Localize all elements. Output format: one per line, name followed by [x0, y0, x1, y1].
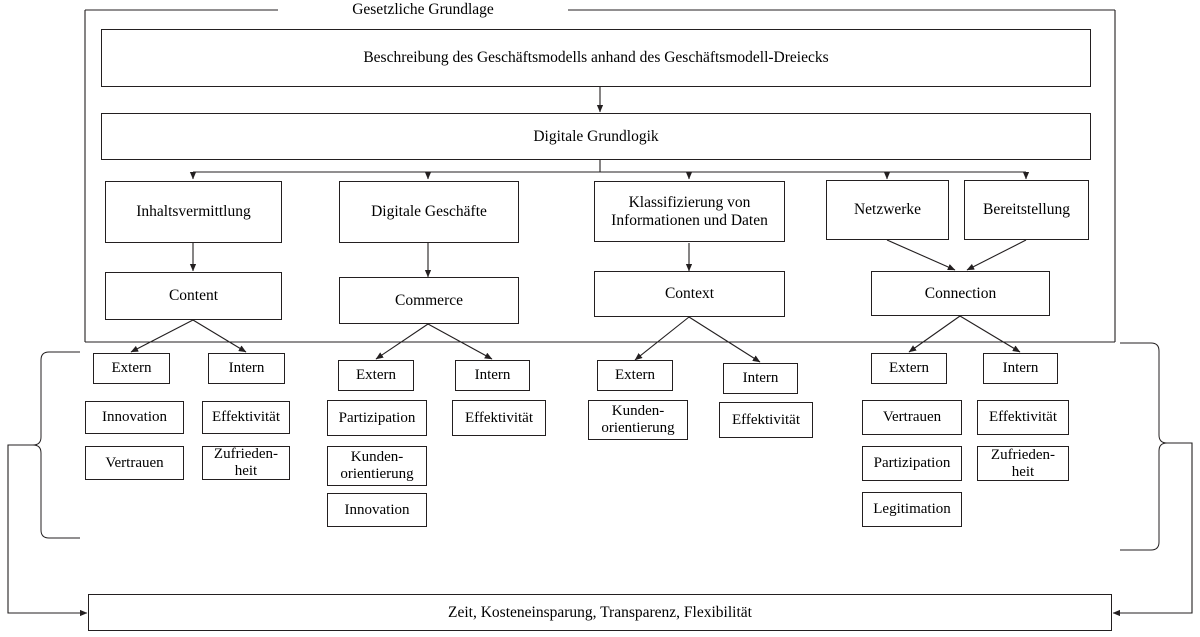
box-bereitstellung: Bereitstellung — [964, 180, 1089, 240]
box-content-extern-item-2: Vertrauen — [85, 446, 184, 480]
box-connection-intern-item-1: Effektivität — [977, 400, 1069, 435]
box-context-extern-header: Extern — [597, 360, 673, 391]
arrow-commerce-to-intern — [427, 323, 493, 360]
arrow-netzwerke-to-connection — [886, 239, 956, 271]
frame-title: Gesetzliche Grundlage — [278, 1, 568, 19]
box-beschreibung: Beschreibung des Geschäftsmodells anhand… — [101, 29, 1091, 87]
box-digitale-grundlogik: Digitale Grundlogik — [101, 113, 1091, 160]
box-context-extern-item-1: Kunden- orientierung — [588, 400, 688, 440]
box-inhaltsvermittlung: Inhaltsvermittlung — [105, 181, 282, 243]
box-connection-intern-item-2: Zufrieden- heit — [977, 446, 1069, 481]
box-commerce: Commerce — [339, 277, 519, 324]
box-content-extern-header: Extern — [93, 353, 170, 384]
box-connection: Connection — [871, 271, 1050, 316]
box-footer: Zeit, Kosteneinsparung, Transparenz, Fle… — [88, 594, 1112, 631]
box-connection-extern-header: Extern — [871, 353, 947, 384]
box-connection-extern-item-2: Partizipation — [862, 446, 962, 481]
box-commerce-extern-item-2: Kunden- orientierung — [327, 446, 427, 486]
arrow-connection-to-extern — [908, 315, 961, 353]
arrow-content-to-extern — [130, 319, 194, 353]
box-content-intern-item-2: Zufrieden- heit — [202, 446, 290, 480]
box-context-intern-header: Intern — [723, 363, 798, 394]
arrow-commerce-to-extern — [375, 323, 429, 360]
box-commerce-extern-item-1: Partizipation — [327, 400, 427, 436]
arrow-connection-to-intern — [959, 315, 1021, 353]
box-commerce-extern-item-3: Innovation — [327, 493, 427, 527]
arrow-context-to-extern — [634, 316, 690, 361]
arrow-context-to-intern — [688, 316, 761, 363]
right-brace — [1120, 342, 1168, 551]
box-content-intern-item-1: Effektivität — [202, 401, 290, 434]
right-brace-to-footer-connector — [1112, 442, 1193, 617]
box-connection-extern-item-3: Legitimation — [862, 492, 962, 527]
box-content: Content — [105, 272, 282, 320]
box-content-intern-header: Intern — [208, 353, 285, 384]
arrow-content-to-intern — [192, 319, 247, 353]
box-connection-intern-header: Intern — [983, 353, 1058, 384]
arrow-bereitstellung-to-connection — [966, 239, 1027, 271]
box-context: Context — [594, 271, 785, 317]
box-klassifizierung: Klassifizierung von Informationen und Da… — [594, 181, 785, 242]
box-netzwerke: Netzwerke — [826, 180, 949, 240]
box-context-intern-item-1: Effektivität — [719, 402, 813, 438]
box-commerce-extern-header: Extern — [338, 360, 414, 391]
box-connection-extern-item-1: Vertrauen — [862, 400, 962, 435]
box-content-extern-item-1: Innovation — [85, 401, 184, 434]
left-brace — [32, 351, 80, 539]
box-commerce-intern-header: Intern — [455, 360, 530, 391]
left-brace-to-footer-connector — [7, 444, 88, 617]
box-digitale-geschaefte: Digitale Geschäfte — [339, 181, 519, 243]
box-commerce-intern-item-1: Effektivität — [452, 400, 546, 436]
